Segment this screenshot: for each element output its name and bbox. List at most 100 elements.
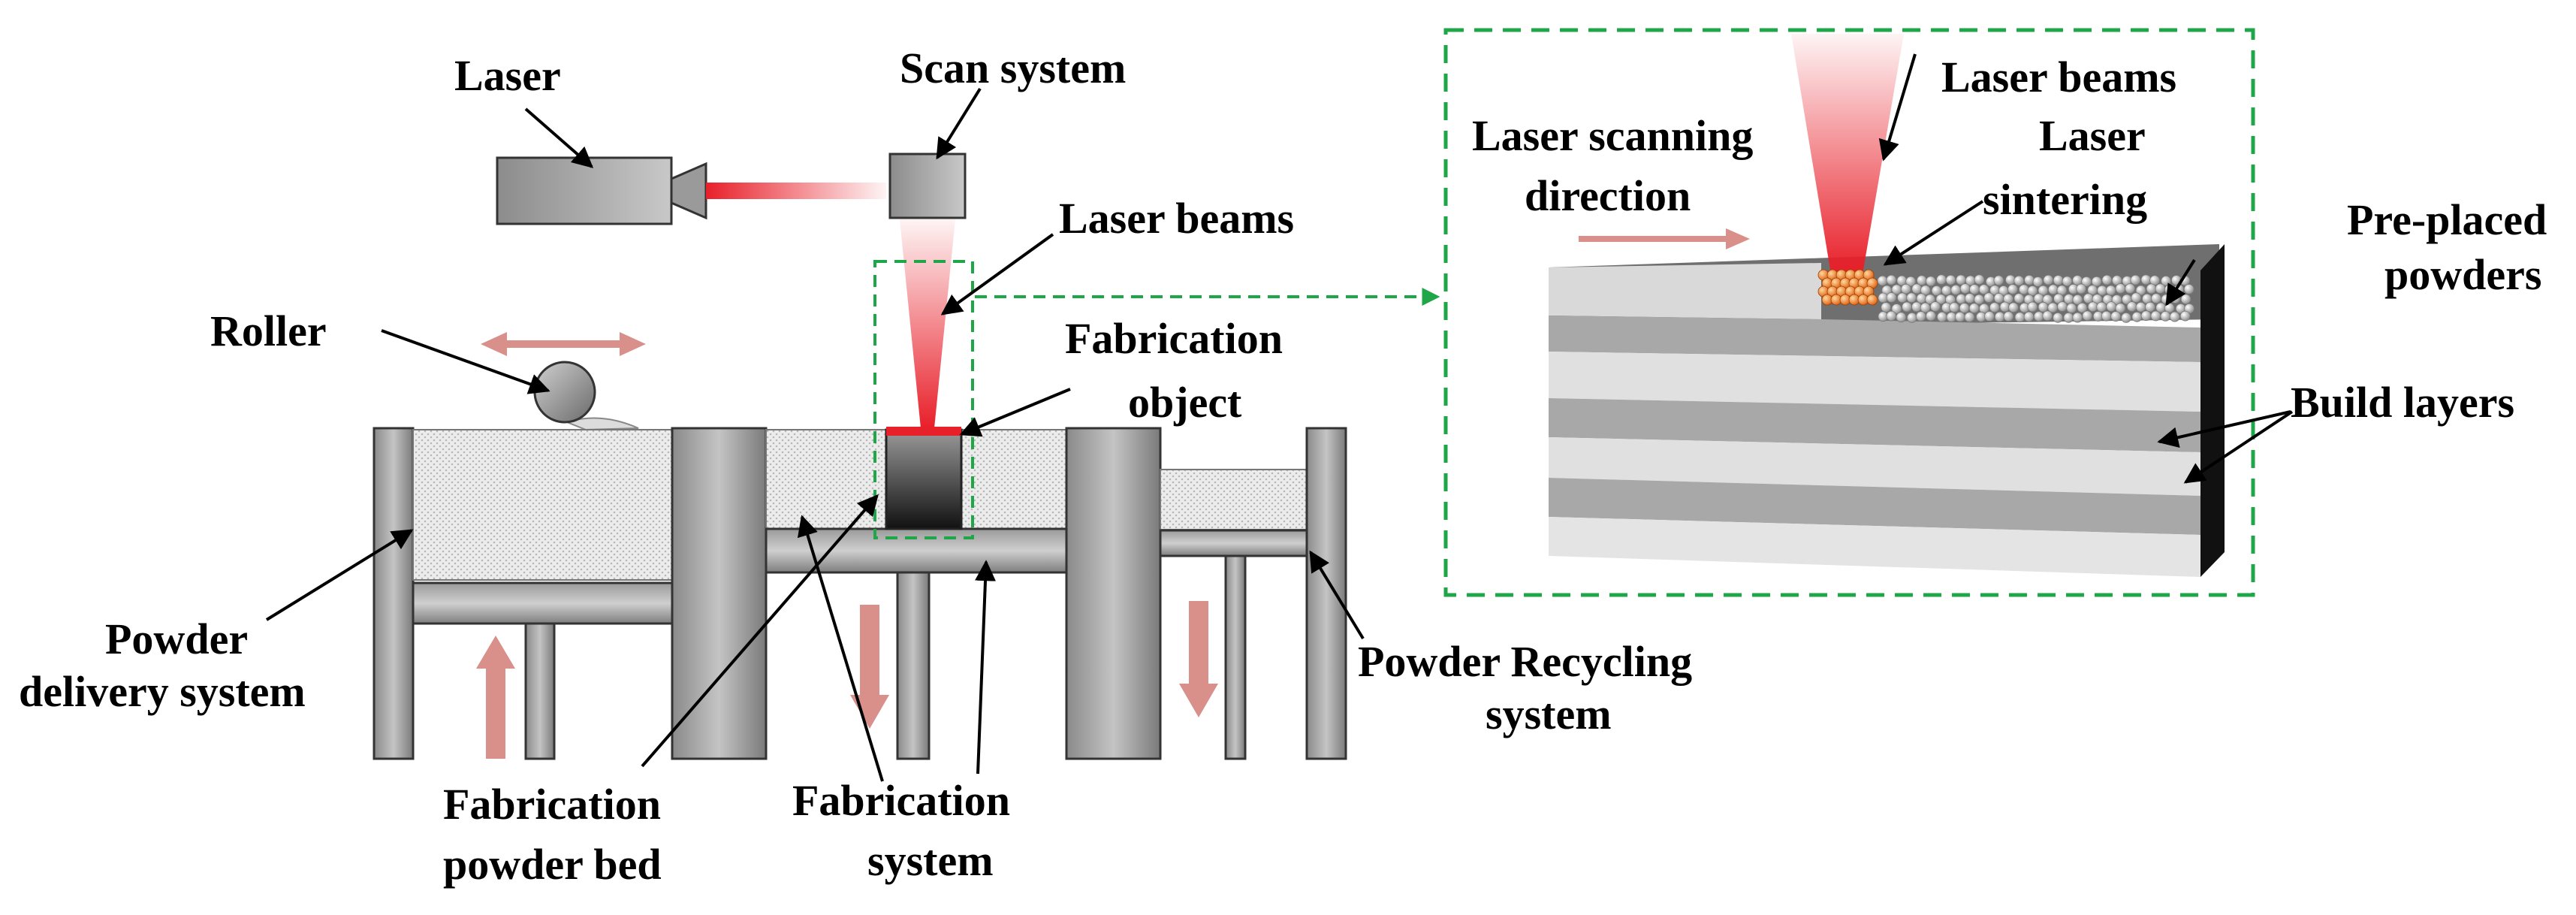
powder-particle (2130, 274, 2141, 285)
powder-particle (2042, 310, 2053, 322)
label-build-layers: Build layers (2291, 378, 2514, 427)
powder-particle (1877, 275, 1888, 286)
label-fabrication-object-line1: Fabrication (1065, 314, 1283, 363)
powder-particle (2053, 312, 2064, 323)
label-fabrication-system-line1: Fabrication (792, 776, 1010, 825)
powder-particle (2160, 310, 2171, 322)
label-laser-sintering-line2: sintering (1983, 175, 2147, 224)
powder-particle (1969, 284, 1980, 295)
powder-particle (2105, 285, 2116, 296)
powder-particle (2023, 311, 2035, 322)
powder-particle (2082, 310, 2093, 322)
powder-particle (1950, 284, 1962, 295)
powder-particle (2150, 310, 2161, 322)
label-laser: Laser (454, 51, 561, 100)
powder-particle (1984, 311, 1995, 322)
powder-particle (2121, 312, 2131, 323)
label-pre-placed-line1: Pre-placed (2347, 195, 2547, 244)
powder-particle (1916, 293, 1927, 304)
delivery-up-arrow (476, 636, 515, 759)
label-fabrication-system-line2: system (867, 836, 994, 885)
powder-particle (1900, 283, 1911, 294)
recycling-down-arrow (1179, 601, 1218, 717)
powder-particle (1974, 274, 1985, 285)
zoom-region-box (873, 260, 974, 539)
powder-particle (1886, 292, 1897, 303)
build-layers-block (1549, 244, 2225, 577)
powder-particle (2151, 293, 2161, 304)
powder-particle (1902, 301, 1912, 313)
sintered-particle (1866, 294, 1878, 306)
powder-particle (2043, 274, 2054, 285)
powder-particle (1926, 310, 1936, 322)
label-inset-laser-beams: Laser beams (1941, 53, 2176, 101)
powder-particle (2038, 285, 2049, 296)
powder-particle (1886, 274, 1897, 285)
powder-particle (1920, 302, 1931, 313)
powder-particle (2018, 284, 2029, 295)
powder-particle (2013, 293, 2025, 304)
powder-particle (2125, 283, 2136, 294)
powder-particle (2135, 285, 2146, 296)
powder-particle (1905, 276, 1917, 287)
powder-particle (2110, 311, 2122, 322)
powder-particle (2063, 312, 2074, 323)
powder-particle (1891, 303, 1902, 314)
powder-particle (1993, 275, 2004, 286)
powder-delivery-chamber (373, 427, 768, 760)
powder-particle (1993, 292, 2004, 303)
inset-laser-beam (1791, 34, 1904, 274)
powder-particle (2014, 312, 2026, 323)
powder-particle (1983, 292, 1995, 303)
label-laser-scanning-line1: Laser scanning (1472, 111, 1753, 160)
powder-particle (1956, 293, 1967, 304)
label-pre-placed-line2: powders (2384, 250, 2541, 299)
powder-particle (2091, 276, 2102, 287)
laser-source (496, 156, 707, 225)
powder-particle (2155, 283, 2166, 294)
powder-particle (1911, 283, 1923, 294)
powder-particle (1941, 285, 1952, 296)
molten-top-layer (886, 427, 961, 436)
fabrication-object (885, 428, 963, 530)
horizontal-laser-beam (706, 183, 886, 199)
powder-particle (1949, 302, 1960, 313)
laser-beam-cone (900, 219, 955, 428)
powder-particle (2183, 283, 2194, 294)
powder-particle (2063, 294, 2074, 304)
powder-particle (1964, 312, 1975, 323)
roller (533, 361, 639, 431)
powder-particle (2004, 274, 2016, 285)
label-scan-system: Scan system (900, 44, 1126, 92)
label-fabrication-powder-bed-line2: powder bed (443, 840, 662, 889)
scan-system-box (888, 152, 967, 219)
powder-particle (1911, 301, 1922, 313)
powder-particle (2033, 311, 2044, 322)
pre-placed-powder-particles (1877, 274, 2195, 323)
powder-particle (2007, 284, 2018, 295)
powder-particle (2062, 276, 2073, 287)
powder-particle (2027, 301, 2038, 313)
powder-particle (2131, 311, 2143, 322)
powder-particle (2003, 311, 2014, 322)
label-powder-recycling-line2: system (1486, 690, 1612, 738)
powder-particle (1896, 292, 1908, 303)
powder-particle (2087, 301, 2098, 313)
powder-particle (1945, 274, 1956, 285)
powder-particle (1925, 294, 1935, 305)
powder-particle (1959, 283, 1971, 294)
powder-particle (2076, 283, 2087, 294)
powder-particle (1956, 274, 1966, 285)
powder-particle (2145, 301, 2155, 313)
powder-particle (2081, 276, 2092, 287)
powder-recycling-chamber (1159, 427, 1347, 760)
label-powder-delivery-line1: Powder (105, 615, 248, 663)
powder-particle (1916, 275, 1927, 286)
powder-particle (2096, 301, 2107, 313)
powder-particle (1999, 301, 2010, 313)
fabrication-down-arrow (850, 605, 889, 729)
label-powder-delivery-line2: delivery system (19, 667, 306, 716)
powder-particle (2072, 312, 2083, 323)
powder-particle (1964, 293, 1975, 304)
powder-particle (1959, 303, 1970, 313)
